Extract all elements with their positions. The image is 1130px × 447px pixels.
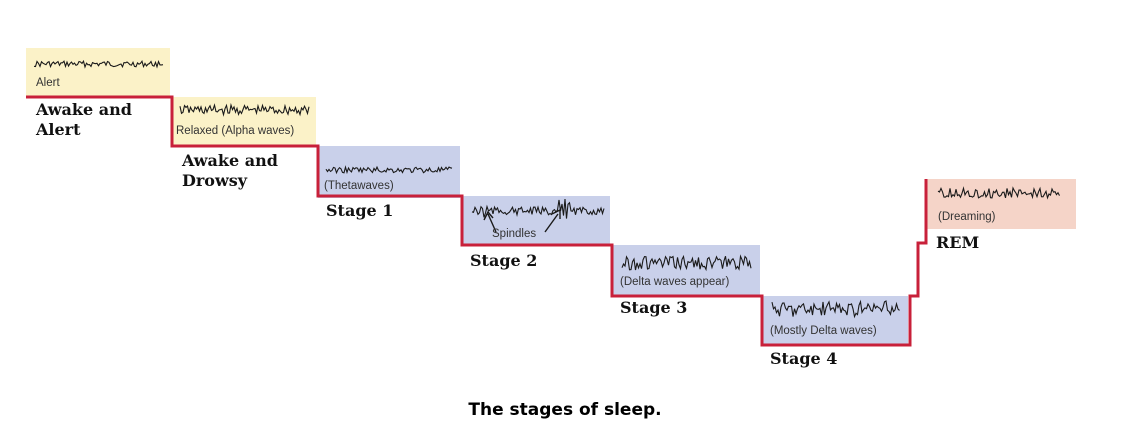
stage-rem-box-label: (Dreaming): [938, 211, 996, 223]
spindle-arrow-left: [483, 210, 497, 233]
stage-3-box-label: (Delta waves appear): [620, 276, 730, 288]
stage-drowsy-box: [172, 97, 316, 145]
alert-wave-trace: [33, 59, 164, 69]
stage-1-title: Stage 1: [326, 201, 394, 220]
stage-1-box: [318, 146, 460, 198]
stage-1-wave-trace: [325, 165, 453, 175]
stage-2-wave-trace: [471, 198, 605, 219]
stage-4-wave-trace: [771, 299, 900, 319]
stage-2-box-label: Spindles: [492, 228, 537, 240]
stage-alert-box: [26, 48, 170, 96]
diagram-caption: The stages of sleep.: [468, 400, 662, 420]
stage-3-title: Stage 3: [620, 298, 688, 317]
stage-rem-title: REM: [936, 233, 980, 252]
stage-4-box-label: (Mostly Delta waves): [770, 325, 877, 337]
stage-alert-title: Awake and Alert: [36, 100, 132, 139]
stage-4-title: Stage 4: [770, 349, 838, 368]
stage-3-wave-trace: [621, 254, 752, 272]
stage-1-box-label: (Thetawaves): [324, 180, 394, 192]
stage-2-box: [462, 196, 610, 244]
stage-2-title: Stage 2: [470, 251, 538, 270]
drowsy-wave-trace: [179, 102, 310, 117]
spindle-arrow-right: [544, 208, 561, 233]
stage-alert-box-label: Alert: [36, 77, 60, 89]
stage-rem-box: [926, 179, 1076, 229]
stage-3-box: [612, 245, 760, 295]
stage-drowsy-title: Awake and Drowsy: [182, 151, 278, 190]
stage-drowsy-box-label: Relaxed (Alpha waves): [176, 125, 295, 137]
rem-wave-trace: [937, 186, 1060, 200]
sleep-stage-step-line: [26, 95, 928, 347]
